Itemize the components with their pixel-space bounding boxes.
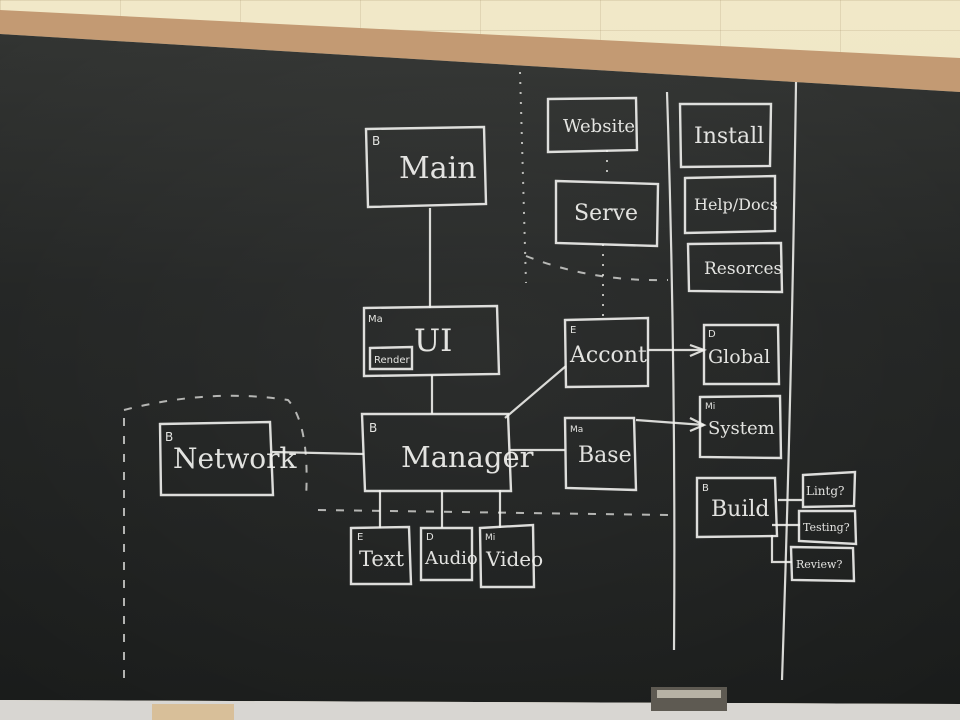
box-main-marker: B <box>372 134 380 148</box>
box-ui-marker: Ma <box>368 314 383 325</box>
box-account-marker: E <box>570 325 576 336</box>
box-global: D Global <box>702 323 781 386</box>
base-system-arrow <box>689 417 707 433</box>
box-ui-sub-label: Render <box>374 355 410 366</box>
box-help-docs-label: Help/Docs <box>694 195 778 214</box>
box-help-docs: Help/Docs <box>683 174 778 235</box>
build-review-link <box>770 535 792 564</box>
top-rail <box>0 10 960 92</box>
box-base: Ma Base <box>563 416 638 492</box>
box-ui: Ma Render UI <box>362 304 501 378</box>
box-lint-label: Lintg? <box>806 484 844 498</box>
box-main-label: Main <box>399 151 477 186</box>
box-install-label: Install <box>694 124 764 149</box>
network-manager-link <box>271 450 365 456</box>
box-build-marker: B <box>702 483 709 494</box>
box-text-marker: E <box>357 532 363 543</box>
box-system-marker: Mi <box>705 402 715 412</box>
box-video-marker: Mi <box>485 533 495 543</box>
box-network-label: Network <box>173 442 298 475</box>
box-text-label: Text <box>359 547 405 571</box>
box-account-label: Accont <box>569 343 647 368</box>
box-audio-label: Audio <box>424 548 478 569</box>
box-build-label: Build <box>711 497 770 522</box>
box-testing: Testing? <box>797 509 858 546</box>
box-lint: Lintg? <box>801 470 857 509</box>
render-subbox <box>368 345 414 371</box>
box-video-label: Video <box>485 547 543 571</box>
box-build: B Build <box>695 476 779 539</box>
manager-boundary-bottom <box>317 509 669 516</box>
box-testing-label: Testing? <box>803 521 850 534</box>
box-base-marker: Ma <box>570 425 583 435</box>
box-serve: Serve <box>554 179 660 248</box>
box-resources-label: Resorces <box>704 259 782 279</box>
box-video: Mi Video <box>478 523 543 589</box>
box-manager-marker: B <box>369 421 377 435</box>
box-review: Review? <box>789 545 856 583</box>
box-install: Install <box>678 102 773 169</box>
box-manager: B Manager <box>360 412 534 493</box>
box-global-label: Global <box>708 346 770 368</box>
box-manager-label: Manager <box>401 440 534 474</box>
network-boundary-top <box>123 394 308 499</box>
divider-left <box>665 91 676 651</box>
divider-right <box>780 81 798 681</box>
box-network: B Network <box>158 420 298 497</box>
box-main: B Main <box>364 125 488 209</box>
web-boundary-dotted-vertical <box>519 71 527 284</box>
box-website: Website <box>546 96 639 154</box>
box-system: Mi System <box>698 394 783 460</box>
manager-account-link <box>504 365 567 419</box>
box-website-label: Website <box>563 116 635 137</box>
box-global-marker: D <box>708 329 716 340</box>
box-review-label: Review? <box>796 558 842 571</box>
chalk-piece <box>152 704 234 720</box>
box-resources: Resorces <box>686 241 784 294</box>
box-text: E Text <box>349 525 413 586</box>
web-boundary-dashed-bottom <box>525 255 669 282</box>
box-base-label: Base <box>578 443 632 468</box>
eraser-felt <box>657 690 721 698</box>
box-network-marker: B <box>165 430 173 444</box>
base-system-link <box>635 418 705 427</box>
box-audio: D Audio <box>419 526 478 582</box>
box-account: E Accont <box>563 316 650 389</box>
box-ui-label: UI <box>414 323 452 359</box>
box-system-label: System <box>708 418 775 439</box>
box-serve-label: Serve <box>574 201 638 226</box>
box-audio-marker: D <box>426 532 434 543</box>
